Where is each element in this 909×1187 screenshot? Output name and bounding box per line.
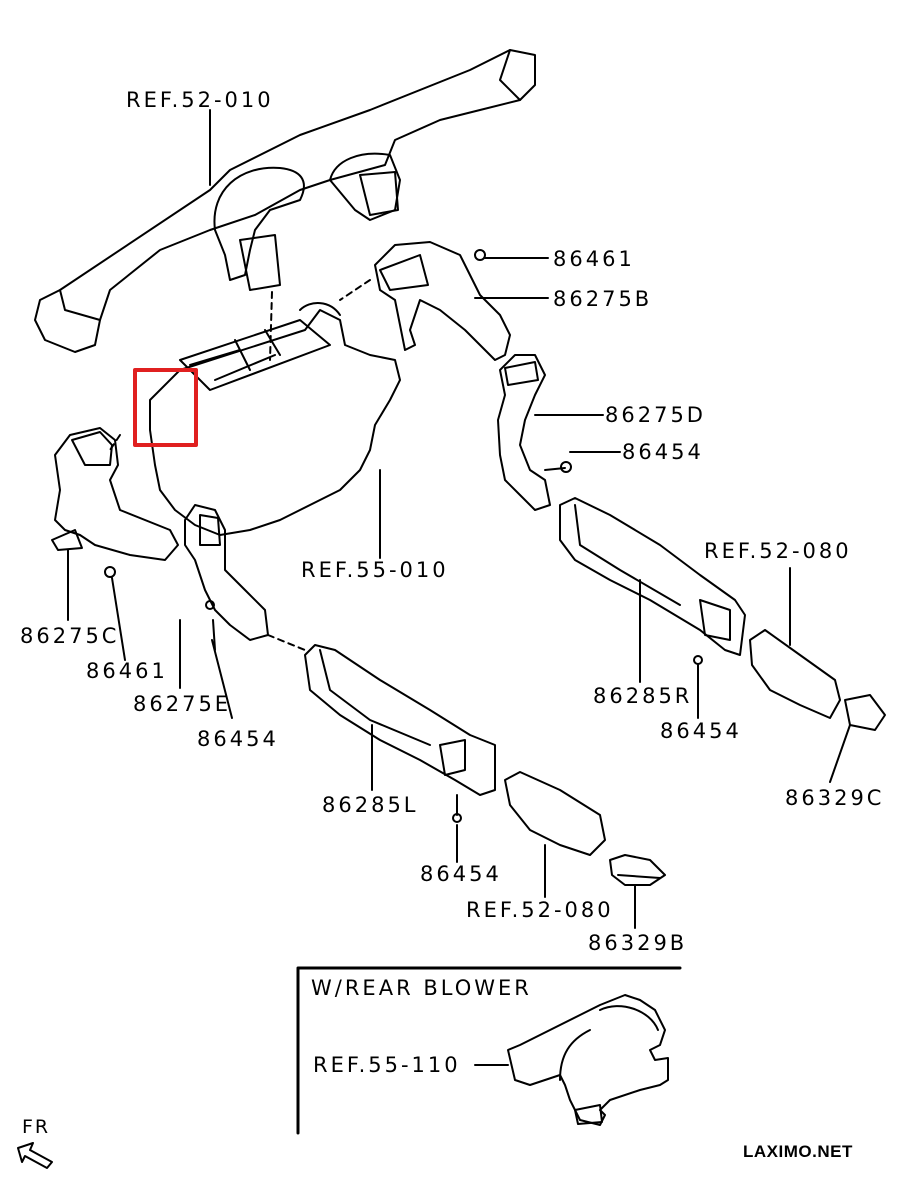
inset-title: W/REAR BLOWER (311, 976, 532, 1000)
label-86285l[interactable]: 86285L (322, 793, 419, 817)
label-86275d[interactable]: 86275D (605, 403, 706, 427)
label-ref-55-110[interactable]: REF.55-110 (313, 1053, 461, 1077)
label-86275b[interactable]: 86275B (553, 287, 653, 311)
ref-52-010-duct-drawing (34, 49, 536, 361)
86275d-duct-drawing (497, 354, 572, 511)
label-86454-bottom[interactable]: 86454 (420, 862, 502, 886)
86275b-duct-drawing (339, 241, 511, 361)
label-86461-top[interactable]: 86461 (553, 247, 635, 271)
label-ref-52-080-right[interactable]: REF.52-080 (704, 539, 852, 563)
label-86275c[interactable]: 86275C (20, 624, 120, 648)
86275c-duct-drawing (51, 427, 179, 578)
label-86454-left[interactable]: 86454 (197, 727, 279, 751)
leader-lines (67, 109, 851, 1066)
label-ref-55-010[interactable]: REF.55-010 (301, 558, 449, 582)
86275e-duct-drawing (184, 504, 306, 651)
ref-52-080-bottom-drawing (504, 771, 666, 886)
label-86285r[interactable]: 86285R (593, 684, 693, 708)
front-direction-label: FR (22, 1116, 51, 1138)
label-86454-r2[interactable]: 86454 (660, 719, 742, 743)
ref-52-080-right-drawing (749, 629, 886, 731)
label-86461-left[interactable]: 86461 (86, 659, 168, 683)
label-86329c[interactable]: 86329C (785, 786, 885, 810)
label-ref-52-010[interactable]: REF.52-010 (126, 88, 274, 112)
watermark: LAXIMO.NET (743, 1142, 853, 1161)
front-direction-arrow-icon (17, 1142, 53, 1169)
ref-55-010-heater-unit-drawing (109, 302, 401, 536)
inset-frame (296, 966, 682, 1135)
highlight-box (133, 368, 198, 447)
86285l-duct-drawing (304, 644, 496, 823)
label-86454-right[interactable]: 86454 (622, 440, 704, 464)
label-86275e[interactable]: 86275E (133, 692, 232, 716)
86285r-duct-drawing (559, 497, 746, 665)
label-86329b[interactable]: 86329B (588, 931, 688, 955)
ref-55-110-rear-blower-drawing (507, 994, 669, 1126)
label-ref-52-080-bottom[interactable]: REF.52-080 (466, 898, 614, 922)
